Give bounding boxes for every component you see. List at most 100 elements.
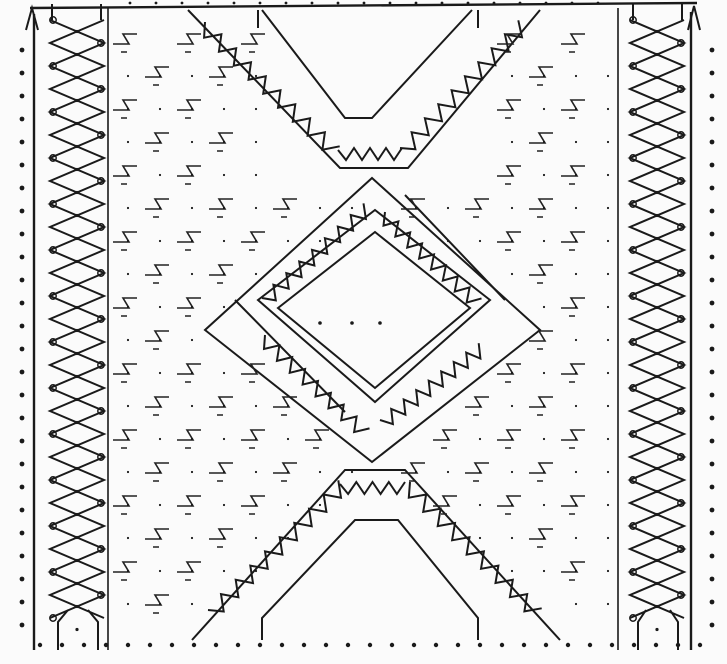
bottom-pin [522, 643, 526, 647]
field-pin [159, 438, 161, 440]
edge-pin-left [20, 186, 25, 191]
field-pin [607, 504, 609, 506]
edge-pin-left [20, 232, 25, 237]
field-pin [607, 306, 609, 308]
field-pin [159, 306, 161, 308]
braid-pin [75, 53, 78, 56]
field-pin [191, 537, 193, 539]
field-pin [255, 75, 257, 77]
braid-pin [655, 145, 658, 148]
field-pin [607, 273, 609, 275]
field-pin [191, 174, 193, 176]
field-pin [415, 471, 417, 473]
edge-pin-left [20, 94, 25, 99]
field-pin [479, 438, 481, 440]
field-pin [319, 471, 321, 473]
braid-pin [75, 559, 78, 562]
field-pin [223, 207, 225, 209]
field-pin [543, 438, 545, 440]
field-pin [223, 240, 225, 242]
field-pin [511, 372, 513, 374]
field-pin [223, 471, 225, 473]
edge-pin-right [710, 209, 715, 214]
field-pin [159, 108, 161, 110]
field-pin [159, 207, 161, 209]
field-pin [351, 471, 353, 473]
edge-pin-right [710, 485, 715, 490]
bottom-pin [566, 643, 570, 647]
bottom-pin [214, 643, 218, 647]
field-pin [223, 504, 225, 506]
field-pin [607, 240, 609, 242]
braid-pin [655, 490, 658, 493]
bottom-pin [280, 643, 284, 647]
bottom-pin [302, 643, 306, 647]
bottom-pin [412, 643, 416, 647]
braid-pin [655, 536, 658, 539]
edge-pin-right [710, 48, 715, 53]
field-pin [127, 339, 129, 341]
edge-pin-right [710, 508, 715, 513]
field-pin [511, 570, 513, 572]
edge-pin-left [20, 71, 25, 76]
field-pin [479, 537, 481, 539]
edge-pin-left [20, 209, 25, 214]
field-pin [607, 372, 609, 374]
field-pin [159, 471, 161, 473]
field-pin [447, 504, 449, 506]
field-pin [543, 372, 545, 374]
bottom-pin [544, 643, 548, 647]
field-pin [255, 108, 257, 110]
field-pin [191, 207, 193, 209]
braid-pin [655, 168, 658, 171]
braid-pin [655, 260, 658, 263]
field-pin [191, 438, 193, 440]
braid-pin [655, 191, 658, 194]
edge-pin-left [20, 508, 25, 513]
braid-pin [75, 513, 78, 516]
edge-pin-right [710, 324, 715, 329]
field-pin [319, 240, 321, 242]
edge-pin-right [710, 186, 715, 191]
field-pin [575, 75, 577, 77]
braid-pin [655, 628, 658, 631]
edge-pin-right [710, 393, 715, 398]
field-pin [319, 207, 321, 209]
field-pin [351, 207, 353, 209]
braid-pin [75, 375, 78, 378]
field-pin [511, 504, 513, 506]
field-pin [575, 306, 577, 308]
braid-pin [75, 536, 78, 539]
field-pin [479, 207, 481, 209]
edge-pin-left [20, 117, 25, 122]
braid-pin [655, 30, 658, 33]
field-pin [159, 504, 161, 506]
bottom-pin [478, 643, 482, 647]
edge-pin-left [20, 48, 25, 53]
bottom-pin [500, 643, 504, 647]
braid-pin [75, 467, 78, 470]
field-pin [447, 471, 449, 473]
field-pin [223, 75, 225, 77]
field-pin [127, 471, 129, 473]
field-pin [607, 603, 609, 605]
field-pin [255, 141, 257, 143]
field-pin [159, 75, 161, 77]
bottom-pin [632, 643, 636, 647]
edge-pin-right [710, 623, 715, 628]
field-pin [127, 306, 129, 308]
bottom-pin [654, 643, 658, 647]
field-pin [127, 240, 129, 242]
field-pin [543, 141, 545, 143]
field-pin [255, 471, 257, 473]
field-pin [255, 405, 257, 407]
braid-pin [75, 214, 78, 217]
top-pin [467, 2, 470, 5]
edge-pin-right [710, 163, 715, 168]
top-pin [129, 2, 132, 5]
edge-pin-right [710, 117, 715, 122]
field-pin [543, 273, 545, 275]
field-pin [127, 372, 129, 374]
braid-pin [655, 444, 658, 447]
